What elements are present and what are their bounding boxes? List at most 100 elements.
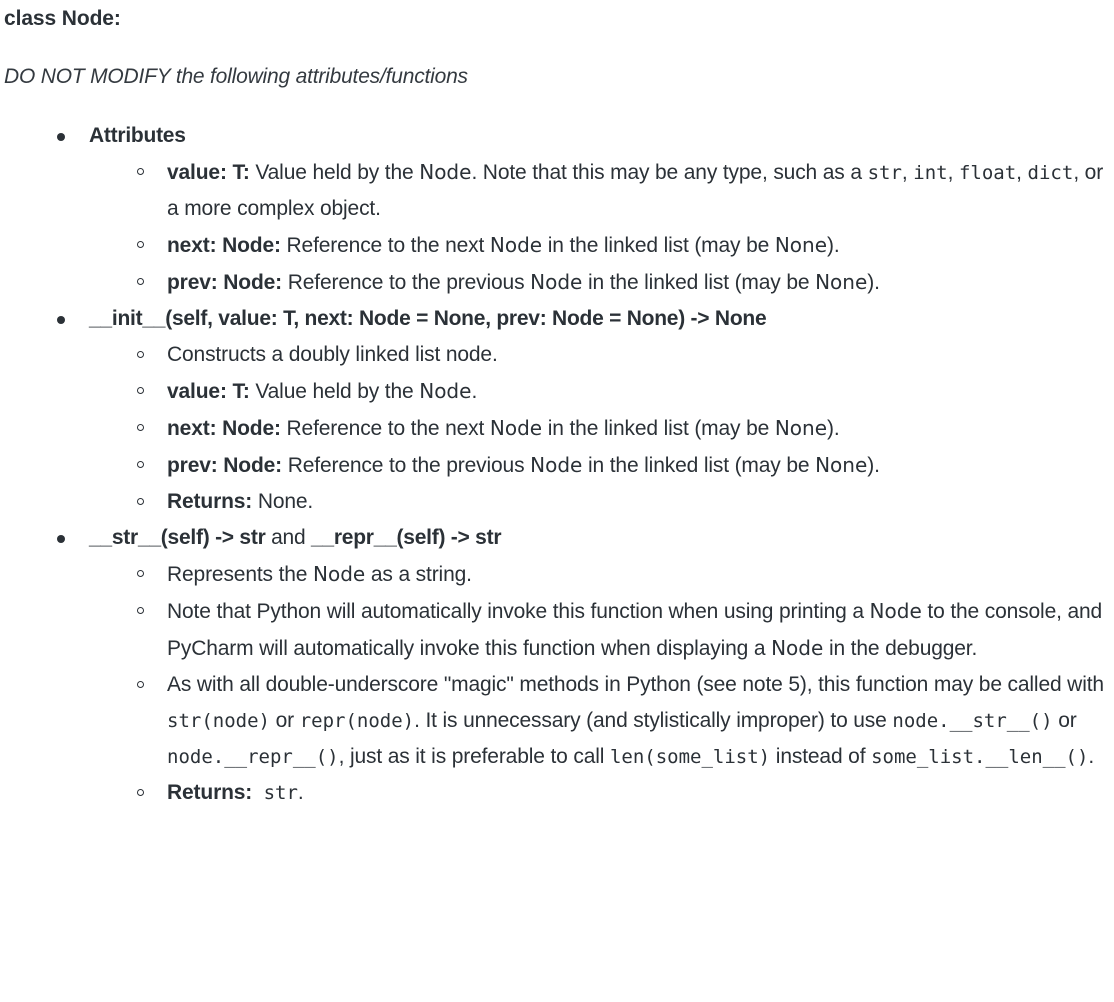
- magic-note-text-e: , just as it is preferable to call: [338, 745, 610, 768]
- invoke-note-text-a: Note that Python will automatically invo…: [167, 600, 870, 623]
- init-next-desc-b: in the linked list (may be: [542, 417, 775, 440]
- attr-next-desc-a: Reference to the next: [280, 234, 490, 257]
- list-item-attr-prev: prev: Node: Reference to the previous No…: [89, 264, 1104, 301]
- sep-2: ,: [947, 161, 959, 184]
- none-code-ref: None: [815, 270, 868, 294]
- magic-note-text-b: or: [269, 709, 300, 732]
- list-item-init-returns: Returns: None.: [89, 484, 1104, 520]
- magic-note-text-a: As with all double-underscore "magic" me…: [167, 673, 1104, 696]
- magic-note-text-d: or: [1052, 709, 1077, 732]
- circle-bullet-icon: [137, 681, 144, 688]
- node-code-ref: Node: [419, 160, 472, 184]
- circle-bullet-icon: [137, 498, 144, 505]
- represents-text-a: Represents the: [167, 563, 314, 586]
- circle-bullet-icon: [137, 607, 144, 614]
- str-signature: __str__(self) -> str: [89, 526, 266, 549]
- list-item-init-next: next: Node: Reference to the next Node i…: [89, 410, 1104, 447]
- node-code-ref: Node: [489, 233, 543, 257]
- init-sublist: Constructs a doubly linked list node. va…: [89, 337, 1104, 520]
- magic-note-text-g: .: [1088, 745, 1095, 768]
- circle-bullet-icon: [137, 241, 144, 248]
- list-item-represents: Represents the Node as a string.: [89, 556, 1104, 593]
- code-int: int: [913, 162, 948, 184]
- attr-prev-desc-b: in the linked list (may be: [582, 271, 816, 294]
- represents-text-b: as a string.: [365, 563, 472, 586]
- magic-note-text-c: . It is unnecessary (and stylistically i…: [414, 709, 893, 732]
- str-repr-sublist: Represents the Node as a string. Note th…: [89, 556, 1104, 811]
- sep-1: ,: [901, 161, 914, 184]
- disc-bullet-icon: [57, 316, 65, 324]
- init-prev-term: prev: Node:: [167, 454, 283, 477]
- disc-bullet-icon: [57, 535, 65, 543]
- code-str-node: str(node): [167, 710, 270, 732]
- node-code-ref: Node: [530, 453, 583, 477]
- attr-next-term: next: Node:: [167, 234, 281, 257]
- node-code-ref: Node: [489, 416, 543, 440]
- init-prev-desc-a: Reference to the previous: [282, 454, 531, 477]
- document-body: class Node: DO NOT MODIFY the following …: [4, 7, 1104, 811]
- sep-3: ,: [1016, 161, 1028, 184]
- code-node-dunder-str: node.__str__(): [892, 710, 1053, 732]
- circle-bullet-icon: [137, 789, 144, 796]
- class-member-list: Attributes value: T: Value held by the N…: [4, 118, 1104, 811]
- attr-value-desc-a: Value held by the: [249, 161, 420, 184]
- attr-prev-desc-c: ).: [867, 271, 880, 294]
- attr-value-term: value: T:: [167, 161, 250, 184]
- attr-prev-term: prev: Node:: [167, 271, 283, 294]
- code-some-list-dunder-len: some_list.__len__(): [871, 746, 1089, 768]
- invoke-note-text-b: to the console, and PyCharm will automat…: [167, 600, 1103, 660]
- magic-note-text-f: instead of: [770, 745, 872, 768]
- list-item-magic-methods-note: As with all double-underscore "magic" me…: [89, 667, 1104, 775]
- code-repr-node: repr(node): [299, 710, 415, 732]
- init-signature-heading: __init__(self, value: T, next: Node = No…: [89, 307, 767, 330]
- list-item-init: __init__(self, value: T, next: Node = No…: [4, 301, 1104, 520]
- circle-bullet-icon: [137, 351, 144, 358]
- circle-bullet-icon: [137, 278, 144, 285]
- init-value-desc-a: Value held by the: [249, 380, 420, 403]
- init-prev-desc-c: ).: [867, 454, 880, 477]
- init-constructs-text: Constructs a doubly linked list node.: [167, 343, 498, 366]
- str-repr-conjunction: and: [265, 526, 311, 549]
- code-str: str: [867, 162, 902, 184]
- code-dict: dict: [1027, 162, 1074, 184]
- none-code-ref: None: [815, 453, 868, 477]
- code-len-some-list: len(some_list): [609, 746, 771, 768]
- node-code-ref: Node: [419, 379, 472, 403]
- attr-value-desc-b: . Note that this may be any type, such a…: [471, 161, 868, 184]
- str-returns-value: str: [252, 782, 298, 804]
- circle-bullet-icon: [137, 461, 144, 468]
- init-next-desc-a: Reference to the next: [280, 417, 490, 440]
- attributes-heading: Attributes: [89, 124, 186, 147]
- list-item-str-returns: Returns: str.: [89, 775, 1104, 811]
- list-item-str-repr: __str__(self) -> str and __repr__(self) …: [4, 520, 1104, 811]
- attr-next-desc-b: in the linked list (may be: [542, 234, 775, 257]
- list-item-attr-next: next: Node: Reference to the next Node i…: [89, 227, 1104, 264]
- str-returns-period: .: [297, 781, 304, 804]
- init-next-desc-c: ).: [827, 417, 840, 440]
- list-item-attributes: Attributes value: T: Value held by the N…: [4, 118, 1104, 301]
- circle-bullet-icon: [137, 387, 144, 394]
- init-prev-desc-b: in the linked list (may be: [582, 454, 816, 477]
- init-value-term: value: T:: [167, 380, 250, 403]
- str-returns-term: Returns:: [167, 781, 253, 804]
- init-returns-value: None.: [252, 490, 314, 513]
- init-next-term: next: Node:: [167, 417, 281, 440]
- repr-signature: __repr__(self) -> str: [310, 526, 502, 549]
- node-code-ref: Node: [530, 270, 583, 294]
- invoke-note-text-c: in the debugger.: [823, 637, 978, 660]
- code-float: float: [958, 162, 1017, 184]
- code-node-dunder-repr: node.__repr__(): [167, 746, 339, 768]
- attr-next-desc-c: ).: [827, 234, 840, 257]
- list-item-attr-value: value: T: Value held by the Node. Note t…: [89, 154, 1104, 227]
- attr-value-desc-c: , or a more complex object.: [167, 161, 1104, 220]
- disc-bullet-icon: [57, 133, 65, 141]
- page-title: class Node:: [4, 7, 121, 30]
- none-code-ref: None: [774, 233, 828, 257]
- list-item-init-value: value: T: Value held by the Node.: [89, 373, 1104, 410]
- attr-prev-desc-a: Reference to the previous: [282, 271, 531, 294]
- circle-bullet-icon: [137, 168, 144, 175]
- str-repr-signature-heading: __str__(self) -> str and __repr__(self) …: [89, 520, 1104, 556]
- circle-bullet-icon: [137, 570, 144, 577]
- circle-bullet-icon: [137, 424, 144, 431]
- init-value-desc-b: .: [471, 380, 478, 403]
